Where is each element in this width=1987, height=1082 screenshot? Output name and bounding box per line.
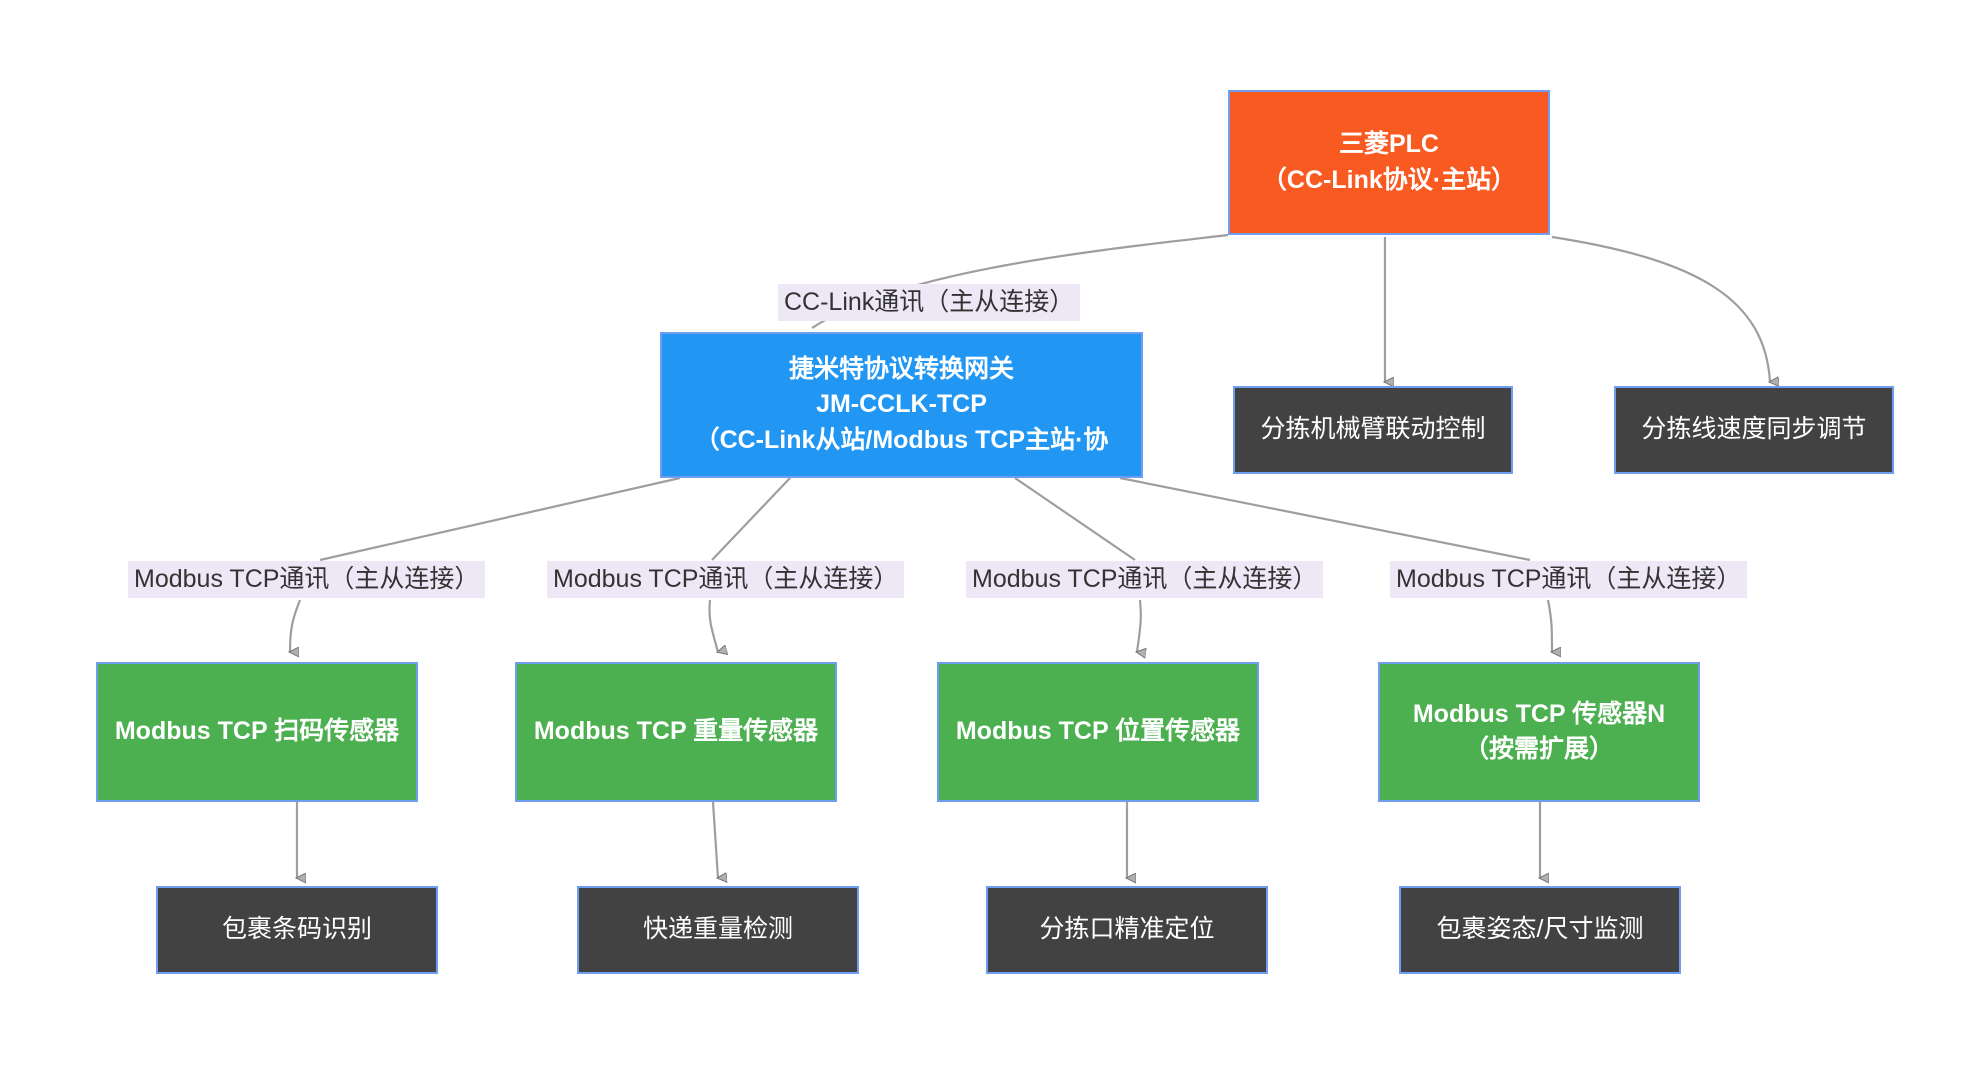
node-sensor-weight[interactable]: Modbus TCP 重量传感器	[515, 662, 837, 802]
node-sensor-extra[interactable]: Modbus TCP 传感器N （按需扩展）	[1378, 662, 1700, 802]
node-protocol-gateway[interactable]: 捷米特协议转换网关 JM-CCLK-TCP （CC-Link从站/Modbus …	[660, 332, 1143, 478]
node-mitsubishi-plc[interactable]: 三菱PLC （CC-Link协议·主站）	[1228, 90, 1550, 235]
edge-label-cclink: CC-Link通讯（主从连接）	[778, 284, 1081, 321]
node-task-weight[interactable]: 快递重量检测	[577, 886, 859, 974]
node-sensor-scan[interactable]: Modbus TCP 扫码传感器	[96, 662, 418, 802]
edge-gateway-to-sensor-weight	[711, 477, 791, 561]
edge-gateway-to-sensor-scan	[319, 476, 681, 562]
node-task-posture[interactable]: 包裹姿态/尺寸监测	[1399, 886, 1681, 974]
node-sensor-scan-label: Modbus TCP 扫码传感器	[114, 717, 400, 746]
node-sensor-position[interactable]: Modbus TCP 位置传感器	[937, 662, 1259, 802]
node-task-position-label: 分拣口精准定位	[1039, 915, 1215, 944]
node-sensor-weight-label: Modbus TCP 重量传感器	[533, 717, 819, 746]
node-task-barcode[interactable]: 包裹条码识别	[156, 886, 438, 974]
edge-label-modbus-3: Modbus TCP通讯（主从连接）	[966, 561, 1324, 598]
node-task-position[interactable]: 分拣口精准定位	[986, 886, 1268, 974]
node-gateway-line-1: 捷米特协议转换网关	[788, 354, 1014, 383]
node-sensor-extra-line-1: Modbus TCP 传感器N	[1412, 699, 1666, 728]
node-sensor-extra-line-2: （按需扩展）	[1463, 735, 1614, 763]
node-line-speed-label: 分拣线速度同步调节	[1641, 415, 1867, 444]
edge-plc-to-line-speed	[1551, 235, 1770, 382]
edge-sensor-weight-arrow	[708, 599, 718, 652]
node-robot-arm-control[interactable]: 分拣机械臂联动控制	[1233, 386, 1513, 474]
edge-sensor-scan-arrow	[290, 599, 302, 652]
node-gateway-line-2: JM-CCLK-TCP	[816, 390, 987, 419]
edge-label-modbus-2: Modbus TCP通讯（主从连接）	[547, 561, 905, 598]
node-line-speed-control[interactable]: 分拣线速度同步调节	[1614, 386, 1894, 474]
edge-sensor-weight-to-task-weight	[711, 801, 718, 878]
node-task-posture-label: 包裹姿态/尺寸监测	[1436, 915, 1644, 944]
edge-label-modbus-1: Modbus TCP通讯（主从连接）	[128, 561, 486, 598]
node-plc-line-1: 三菱PLC	[1338, 130, 1439, 158]
node-plc-line-2: （CC-Link协议·主站）	[1261, 165, 1517, 194]
node-robot-arm-label: 分拣机械臂联动控制	[1260, 415, 1486, 444]
node-gateway-line-3: （CC-Link从站/Modbus TCP主站·协	[694, 425, 1109, 454]
edge-sensor-position-arrow	[1137, 599, 1141, 652]
edge-gateway-to-sensor-position	[1014, 477, 1136, 561]
node-task-barcode-label: 包裹条码识别	[221, 915, 372, 944]
node-sensor-position-label: Modbus TCP 位置传感器	[955, 717, 1241, 746]
edge-label-modbus-4: Modbus TCP通讯（主从连接）	[1390, 561, 1748, 598]
edge-sensor-extra-arrow	[1546, 599, 1552, 652]
node-task-weight-label: 快递重量检测	[642, 915, 793, 944]
edge-gateway-to-sensor-extra	[1119, 476, 1531, 562]
